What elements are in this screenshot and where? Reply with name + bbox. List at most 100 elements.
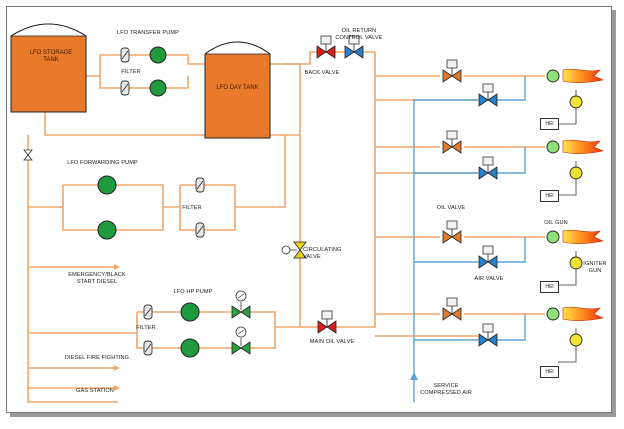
pipe-transfer-lower (99, 76, 189, 89)
hp-filter-1 (143, 304, 153, 320)
service-compressed-air-label: SERVICE COMPRESSED AIR (420, 383, 472, 396)
forwarding-filter-2-element (196, 225, 204, 235)
flame-1 (562, 68, 604, 84)
filter-forwarding-label: FILTER (182, 205, 202, 211)
main-oil-valve-actuator (321, 310, 333, 320)
hp-gauge-1-needle (237, 293, 245, 299)
hei-box-2: HEI (540, 190, 559, 202)
gas-station-label: GAS STATION (76, 388, 114, 394)
hp-check-valve-2 (231, 341, 251, 355)
pipe-left-header (27, 135, 118, 403)
air-valve-2 (478, 156, 498, 180)
transfer-pump-1 (149, 46, 167, 64)
hp-gauge-1 (235, 290, 247, 310)
pipe-day-to-back (285, 51, 320, 65)
lfo-storage-tank (10, 23, 87, 113)
flame-3 (562, 229, 604, 245)
oil-gun-label: OIL GUN (544, 220, 568, 226)
oil-valve-1 (442, 59, 462, 83)
circulating-valve (293, 241, 307, 259)
hei-box-1: HEI (540, 118, 559, 130)
oil-return-control-valve (344, 35, 364, 59)
hp-check-valve-1 (231, 305, 251, 319)
pipe-forwarding-loop (62, 184, 164, 231)
lfo-transfer-pump-label: LFO TRANSFER PUMP (117, 30, 179, 36)
forwarding-filter-1 (195, 177, 205, 193)
oil-gun-4 (546, 307, 560, 321)
pipe-main-oil-out (336, 52, 376, 328)
pipe-hp-loop (136, 311, 276, 349)
air-out-4 (497, 314, 526, 341)
hp-pump-1 (180, 302, 200, 322)
forwarding-pump-1 (97, 175, 117, 195)
flame-body-2 (562, 139, 604, 155)
lfo-day-tank-label: LFO DAY TANK (216, 85, 259, 91)
igniter-gun-label: IGNITER GUN (583, 261, 607, 274)
igniter-1 (569, 95, 583, 109)
transfer-pump-2 (149, 79, 167, 97)
oil-return-control-valve-label: OIL RETURN CONTROL VALVE (335, 28, 383, 41)
forwarding-filter-2 (195, 222, 205, 238)
air-out-3 (497, 237, 526, 263)
lfo-forwarding-pump-label: LFO FORWARDING PUMP (67, 160, 138, 166)
hp-filter-2 (143, 340, 153, 356)
igniter-link-2 (558, 179, 577, 196)
main-oil-valve-label: MAIN OIL VALVE (309, 339, 355, 345)
air-valve-label: AIR VALVE (474, 276, 504, 282)
oil-return-control-valve-actuator (348, 35, 360, 45)
main-oil-valve (317, 310, 337, 334)
back-valve-actuator (320, 35, 332, 45)
lfo-day-tank-dome (204, 41, 271, 55)
air-out-2 (497, 147, 526, 174)
flame-body-3 (562, 229, 604, 245)
branch-arrow-2 (114, 365, 120, 371)
lfo-storage-tank-label: LFO STORAGE TANK (29, 50, 73, 63)
branch-arrow-3 (114, 385, 120, 391)
pipe-filter-to-day (235, 135, 286, 208)
hp-pump-2 (180, 338, 200, 358)
diagram-frame (6, 6, 612, 413)
transfer-filter-1 (120, 47, 130, 63)
oil-gun-2 (546, 140, 560, 154)
air-flow-arrow (410, 372, 418, 380)
pipe-day-tank-top (270, 63, 301, 135)
oil-valve-3-actuator (446, 220, 458, 230)
compressed-air-piping (413, 76, 526, 402)
back-valve-label: BACK VALVE (304, 70, 340, 76)
fuel-oil-piping (27, 51, 545, 403)
hei-box-3: HEI (540, 281, 559, 293)
flame-4 (562, 306, 604, 322)
transfer-filter-2 (120, 80, 130, 96)
lfo-storage-tank-dome (10, 23, 87, 37)
oil-valve-4-actuator (446, 297, 458, 307)
oil-valve-3 (442, 220, 462, 244)
igniter-4 (569, 333, 583, 347)
oil-valve-2 (442, 130, 462, 154)
air-valve-4-actuator (482, 323, 494, 333)
branch-arrow-1 (114, 264, 120, 270)
oil-valve-1-actuator (446, 59, 458, 69)
pipe-storage-to-transfer (86, 54, 205, 77)
hp-gauge-2 (235, 326, 247, 346)
hp-filter-2-element (144, 343, 152, 353)
oil-gun-3 (546, 230, 560, 244)
air-valve-2-actuator (482, 156, 494, 166)
circulating-valve-gauge (281, 245, 291, 255)
oil-valve-label: OIL VALVE (436, 205, 466, 211)
lfo-storage-tank-body (10, 23, 87, 113)
pipe-filter-loop (179, 184, 236, 231)
oil-valve-2-actuator (446, 130, 458, 140)
transfer-filter-1-element (121, 50, 129, 60)
air-out-1 (497, 76, 526, 101)
air-valve-1-actuator (482, 83, 494, 93)
oil-valve-4 (442, 297, 462, 321)
back-valve (316, 35, 336, 59)
filter-transfer-label: FILTER (121, 69, 141, 75)
air-riser (413, 99, 440, 402)
igniter-link-4 (558, 346, 577, 363)
igniter-link-3 (558, 269, 577, 286)
flame-body-4 (562, 306, 604, 322)
diesel-fire-fighting-label: DIESEL FIRE FIGHTING (64, 355, 130, 361)
igniter-2 (569, 166, 583, 180)
